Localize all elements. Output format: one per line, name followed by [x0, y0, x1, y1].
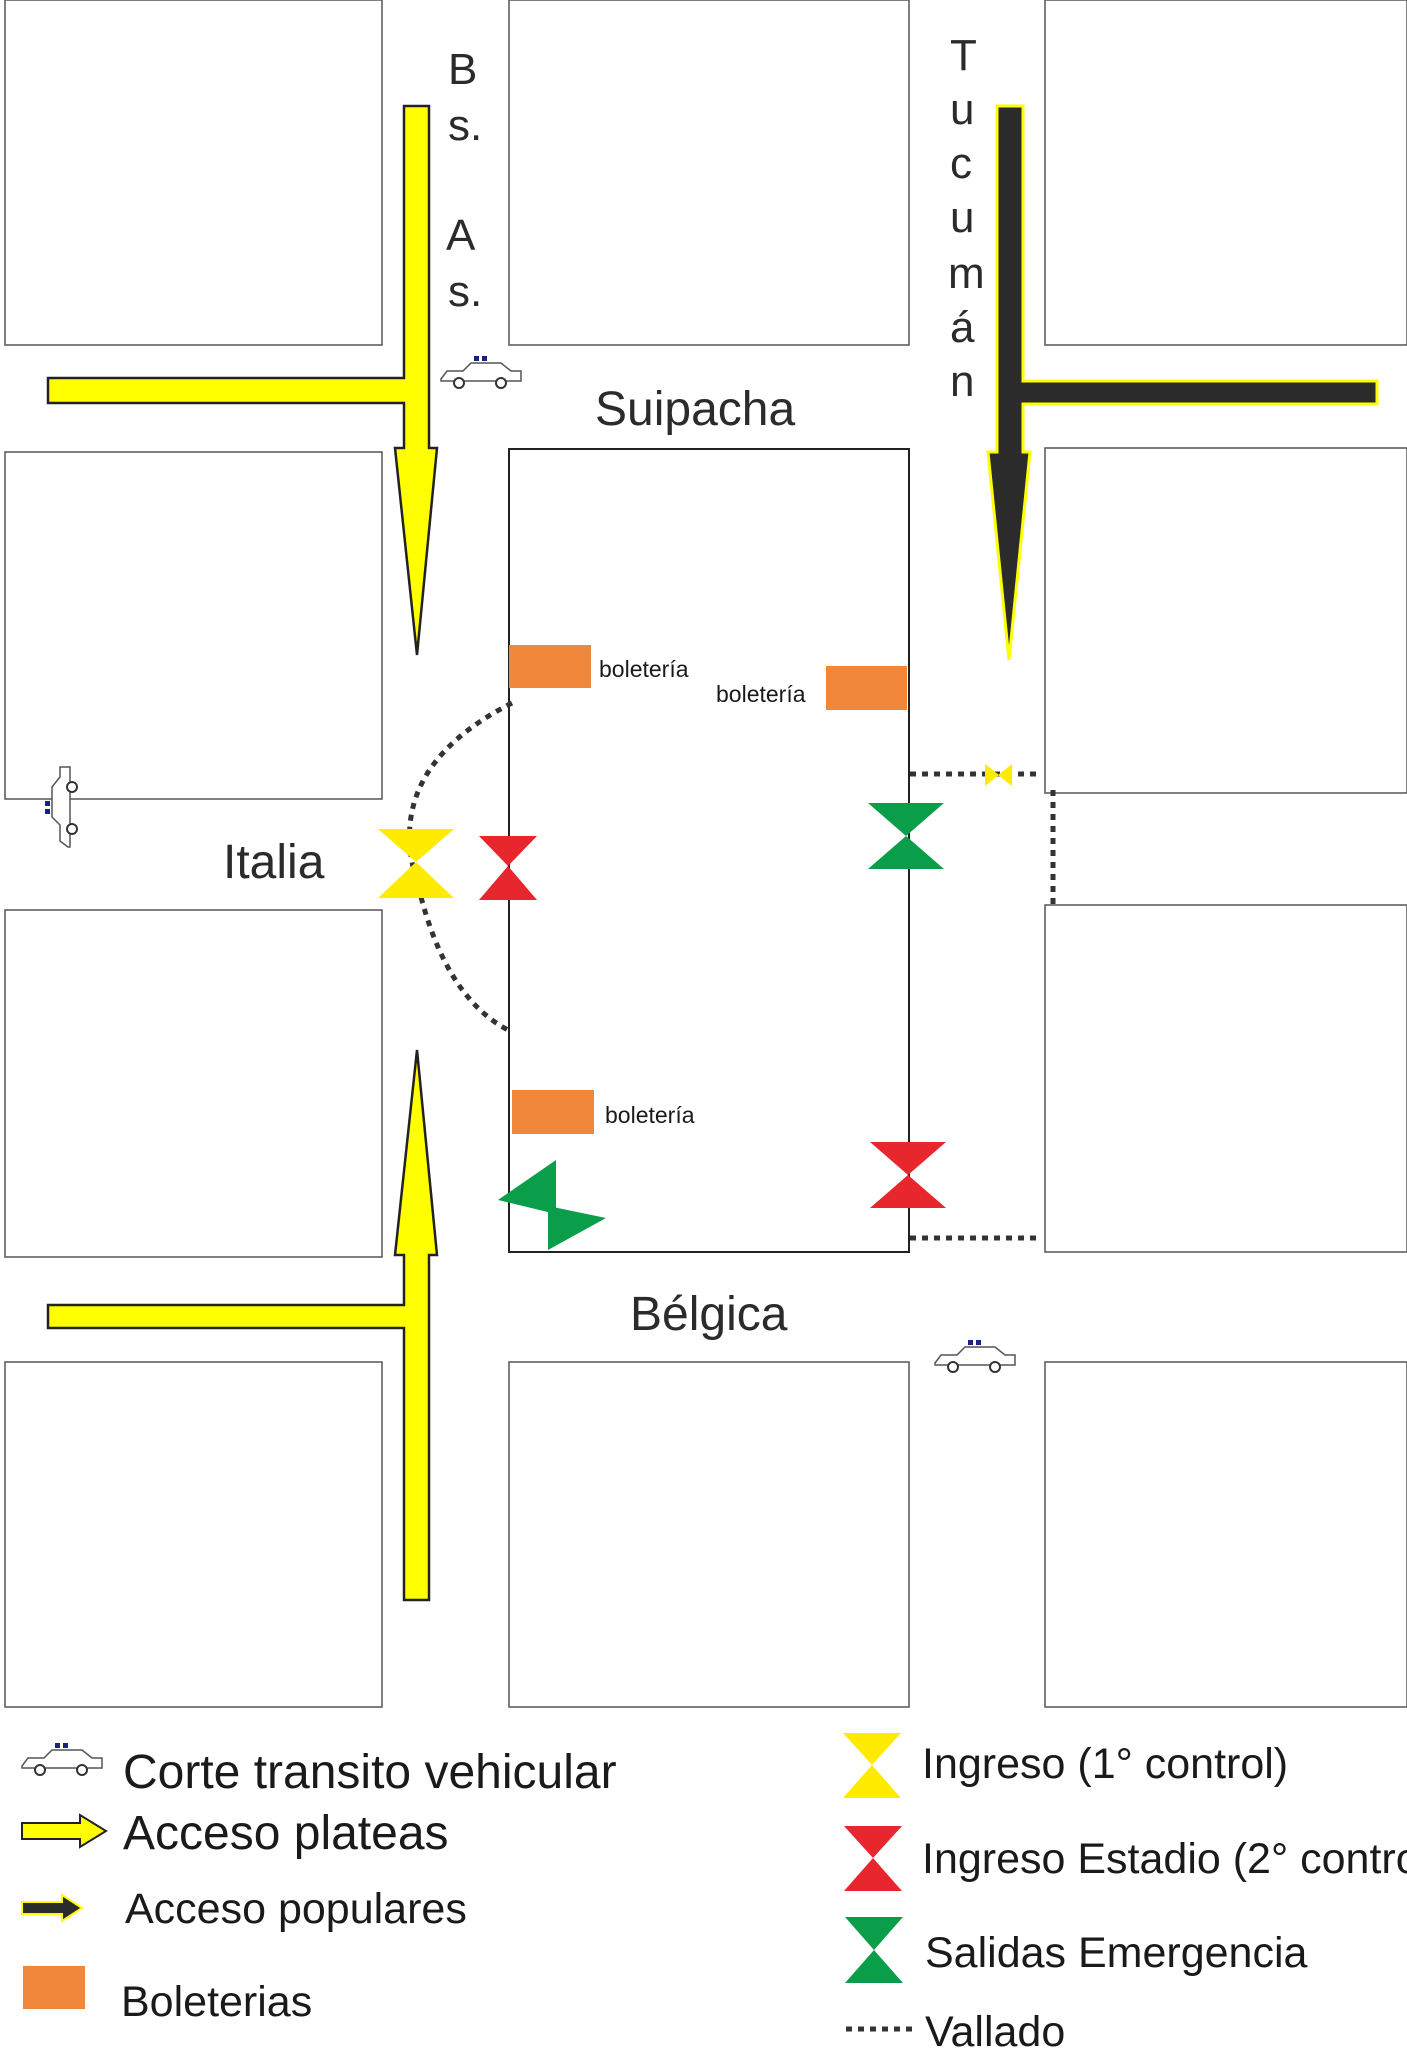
legend-ingreso-2-label: Ingreso Estadio (2° control) — [922, 1835, 1407, 1883]
boleteria-label: boletería — [716, 681, 806, 707]
street-char: c — [950, 139, 972, 188]
legend-ingreso-1-label: Ingreso (1° control) — [922, 1740, 1288, 1788]
hourglass-icon — [844, 1826, 902, 1891]
hourglass-icon — [845, 1917, 903, 1983]
boleteria-top-left — [509, 645, 591, 688]
boleteria-bottom-left — [512, 1090, 594, 1134]
street-tucuman: T u c u m á n — [948, 31, 985, 406]
ingreso-2-icon — [479, 836, 537, 900]
fence-arc — [407, 700, 514, 1035]
ingreso-1-icon — [985, 764, 999, 786]
street-char: u — [950, 193, 974, 242]
legend-corte-label: Corte transito vehicular — [123, 1746, 617, 1799]
plateas-arrow-south — [46, 1049, 439, 1602]
street-bs-as: B s. A s. — [446, 45, 482, 316]
ingreso-2-icon — [870, 1142, 946, 1208]
street-char: u — [950, 85, 974, 134]
legend-vallado-label: Vallado — [925, 2008, 1065, 2048]
city-block — [508, 1361, 910, 1708]
boleteria-top-right — [826, 666, 907, 710]
legend-salidas-label: Salidas Emergencia — [925, 1929, 1308, 1977]
acceso-plateas-arrows — [46, 104, 439, 1602]
street-char: B — [448, 45, 477, 94]
street-char: T — [950, 31, 977, 80]
city-block — [4, 0, 383, 346]
salida-emergencia-icon — [868, 803, 944, 869]
legend: Corte transito vehicular Acceso plateas … — [21, 1733, 1407, 2048]
boleteria-label: boletería — [605, 1102, 695, 1128]
street-char: A — [446, 211, 476, 260]
street-char: s. — [448, 101, 482, 150]
plateas-arrow-north — [46, 104, 439, 656]
ingreso-1-icon — [378, 829, 454, 898]
arrow-right-icon — [21, 1893, 84, 1923]
city-block — [1044, 904, 1407, 1253]
populares-arrow — [986, 104, 1379, 661]
city-block — [4, 451, 383, 800]
hourglass-icon — [843, 1733, 901, 1798]
street-belgica: Bélgica — [630, 1288, 788, 1341]
legend-acceso-plateas-label: Acceso plateas — [123, 1807, 449, 1860]
salida-emergencia-icon — [548, 1206, 606, 1250]
salida-emergencia-icon — [498, 1160, 556, 1214]
police-car-icon — [440, 355, 522, 389]
street-char: s. — [448, 267, 482, 316]
legend-boleterias-label: Boleterias — [121, 1978, 312, 2026]
legend-acceso-populares-label: Acceso populares — [125, 1885, 467, 1933]
street-suipacha: Suipacha — [595, 383, 795, 436]
city-blocks — [4, 0, 1407, 1708]
city-block — [4, 909, 383, 1258]
city-block — [1044, 1361, 1407, 1708]
city-block — [1044, 0, 1407, 346]
street-char: m — [948, 249, 985, 298]
police-car-icon — [934, 1339, 1016, 1373]
boleteria-label: boletería — [599, 656, 689, 682]
control-points — [378, 764, 1012, 1250]
police-car-icon — [21, 1742, 103, 1776]
city-block — [4, 1361, 383, 1708]
vallado-fences — [407, 700, 1056, 1241]
ingreso-1-icon — [998, 764, 1012, 786]
street-char: n — [950, 357, 974, 406]
street-italia: Italia — [223, 836, 325, 889]
city-block — [1044, 447, 1407, 794]
arrow-right-icon — [21, 1813, 108, 1849]
boleterias: boletería boletería boletería — [509, 645, 907, 1134]
boleteria-swatch — [23, 1966, 85, 2009]
street-char: á — [950, 303, 975, 352]
city-block — [508, 0, 910, 346]
